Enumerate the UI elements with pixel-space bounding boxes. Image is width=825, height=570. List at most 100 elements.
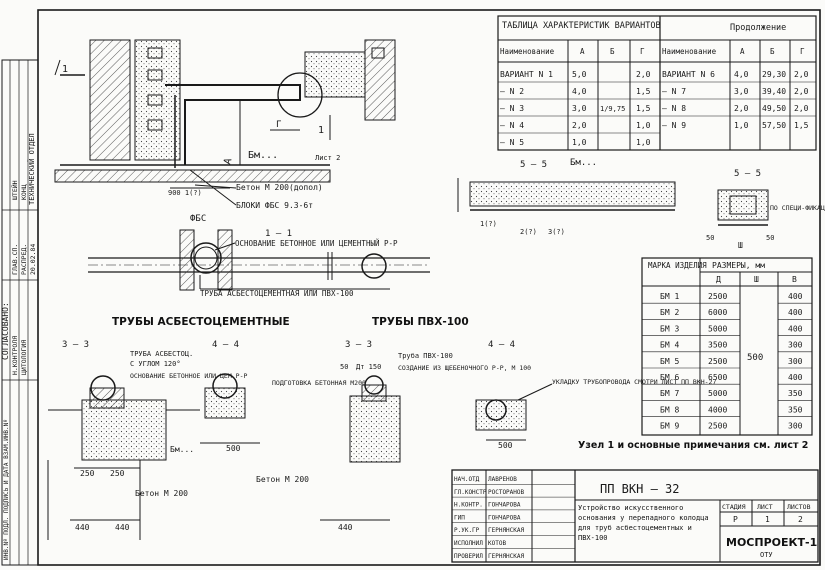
beton-m200: Бетон М 200 xyxy=(135,489,188,498)
podgotovka: ПОДГОТОВКА БЕТОННАЯ М200 xyxy=(272,379,366,387)
block-mark-5: БМ 6 xyxy=(660,373,679,382)
block-d-6: 5000 xyxy=(708,389,727,398)
blocks-subcol-0: Д xyxy=(716,275,721,284)
variant-right-1-0: — N 7 xyxy=(662,87,686,96)
variant-right-0-3: 2,0 xyxy=(794,70,809,79)
block-d-1: 6000 xyxy=(708,308,727,317)
tb-role-3: ГИП xyxy=(454,514,465,521)
dim-440a: 440 xyxy=(75,523,90,532)
sh-merged: 500 xyxy=(747,353,763,363)
tb-name-1: РОСТОРАНОВ xyxy=(488,489,525,496)
section55-b: 5 — 5 xyxy=(734,169,761,179)
drawing-code: ПП ВКН — 32 xyxy=(600,482,679,496)
block-v-6: 350 xyxy=(788,389,803,398)
stage-val-1: Р xyxy=(733,515,738,524)
dim-250b: 250 xyxy=(110,469,125,478)
variants-header-2: Б xyxy=(610,47,615,56)
stamp-title: СОГЛАСОВАНО: xyxy=(1,302,10,360)
dim-440c: 440 xyxy=(338,523,353,532)
sozdanie: СОЗДАНИЕ ИЗ ЩЕБЕНОЧНОГО Р-Р, М 100 xyxy=(398,364,531,372)
variant-left-0-1: 5,0 xyxy=(572,70,587,79)
beton-m200-dop: Бетон М 200(допол) xyxy=(236,183,323,192)
dim-marker-b: 2(?) xyxy=(520,228,537,236)
dim-50a: 50 xyxy=(706,234,714,242)
block-d-2: 5000 xyxy=(708,324,727,333)
block-v-2: 400 xyxy=(788,324,803,333)
block-mark-1: БМ 2 xyxy=(660,308,679,317)
tb-name-3: ГОНЧАРОВА xyxy=(488,514,521,521)
tb-name-6: ГЕРНЯНСКАЯ xyxy=(488,553,525,560)
tb-role-4: Р.УК.ГР xyxy=(454,527,480,534)
section-1-1: ФБС 1 — 1 ОСНОВАНИЕ БЕТОННОЕ ИЛИ ЦЕМЕНТН… xyxy=(88,214,430,298)
block-mark-4: БМ 5 xyxy=(660,357,679,366)
asb-heading: ТРУБЫ АСБЕСТОЦЕМЕНТНЫЕ xyxy=(112,316,290,328)
blocks-col2: РАЗМЕРЫ, мм xyxy=(712,261,765,270)
tb-name-0: ЛАВРЕНОВ xyxy=(488,476,517,483)
stamp-name-2: КОНЦ xyxy=(20,184,28,200)
block-mark-0: БМ 1 xyxy=(660,292,679,301)
s-ugla: С УГЛОМ 120° xyxy=(130,360,181,368)
variant-right-2-1: 2,0 xyxy=(734,104,749,113)
block-v-8: 300 xyxy=(788,422,803,431)
variant-right-0-1: 4,0 xyxy=(734,70,749,79)
variants-header-1: А xyxy=(580,47,585,56)
variant-left-2-0: — N 3 xyxy=(500,104,524,113)
stage-val-2: 1 xyxy=(765,515,770,524)
section-5-5-small: 5 — 5 50 Ш 50 ПО СПЕЦИ-ФИКАЦИИ xyxy=(706,169,825,250)
pvh-heading: ТРУБЫ ПВХ-100 xyxy=(372,316,469,328)
dim-250a: 250 xyxy=(80,469,95,478)
section-5-5-long: 5 — 5 Бм... 1(?) 2(?) 3(?) xyxy=(457,158,676,236)
tb-role-5: ИСПОЛНИЛ xyxy=(454,540,483,547)
dim-marker-c: 3(?) xyxy=(548,228,565,236)
block-d-5: 6500 xyxy=(708,373,727,382)
bm-label-1: Бм... xyxy=(248,150,278,161)
bloki-label: БЛОКИ ФБС 9.3-6т xyxy=(236,201,313,210)
s44-left: 4 — 4 xyxy=(212,340,239,350)
variant-b-merged: 1/9,75 xyxy=(600,105,625,113)
variants-header-6: Б xyxy=(770,47,775,56)
bm-label-2: Бм... xyxy=(570,158,597,168)
dim-50b: 50 xyxy=(766,234,774,242)
variant-left-2-3: 1,5 xyxy=(636,104,651,113)
stamp-role-4: ЦИТОЛОГИЯ xyxy=(20,340,28,375)
variant-left-3-3: 1,0 xyxy=(636,121,651,130)
dim-900: 900 1(?) xyxy=(168,189,202,197)
mark-1-left: 1 xyxy=(62,64,68,75)
dim-g: Г xyxy=(276,120,281,130)
variant-right-2-3: 2,0 xyxy=(794,104,809,113)
manhole-elevation: 1 1 А Г Бм... Лист 2 900 1(?) Бетон М 20… xyxy=(54,39,396,210)
beton-m200b: Бетон М 200 xyxy=(256,475,309,484)
stamp-footer: ИНВ.Nº ПОДЛ. ПОДПИСЬ И ДАТА ВЗАМ.ИНВ.Nº xyxy=(3,419,10,560)
variant-left-2-1: 3,0 xyxy=(572,104,587,113)
variant-left-3-0: — N 4 xyxy=(500,121,524,130)
uzel-note: Узел 1 и основные примечания см. лист 2 xyxy=(578,440,808,451)
variants-header-3: Г xyxy=(640,47,645,56)
variant-right-3-1: 1,0 xyxy=(734,121,749,130)
stamp-role-2: РАСПРЕД. xyxy=(20,244,28,275)
dim-d150: Дт 150 xyxy=(356,363,381,371)
variant-left-1-1: 4,0 xyxy=(572,87,587,96)
org-sub: ОТУ xyxy=(760,551,773,559)
variants-header-7: Г xyxy=(800,47,805,56)
tb-name-5: КОТОВ xyxy=(488,540,506,547)
s33-right: 3 — 3 xyxy=(345,340,372,350)
stage-val-3: 2 xyxy=(798,515,803,524)
truba-label: ТРУБА АСБЕСТОЦЕМЕНТНАЯ ИЛИ ПВХ-100 xyxy=(200,289,354,298)
variant-left-0-0: ВАРИАНТ N 1 xyxy=(500,70,553,79)
dim-500a: 500 xyxy=(226,444,241,453)
block-d-4: 2500 xyxy=(708,357,727,366)
variant-right-2-0: — N 8 xyxy=(662,104,686,113)
variant-left-0-3: 2,0 xyxy=(636,70,651,79)
variant-right-1-2: 39,40 xyxy=(762,87,786,96)
block-v-5: 400 xyxy=(788,373,803,382)
block-mark-8: БМ 9 xyxy=(660,422,679,431)
variants-title: ТАБЛИЦА ХАРАКТЕРИСТИК ВАРИАНТОВ xyxy=(502,21,661,31)
tb-role-0: НАЧ.ОТД xyxy=(454,476,480,483)
stage-hdr-3: ЛИСТОВ xyxy=(787,503,811,511)
tb-name-2: ГОНЧАРОВА xyxy=(488,502,521,509)
